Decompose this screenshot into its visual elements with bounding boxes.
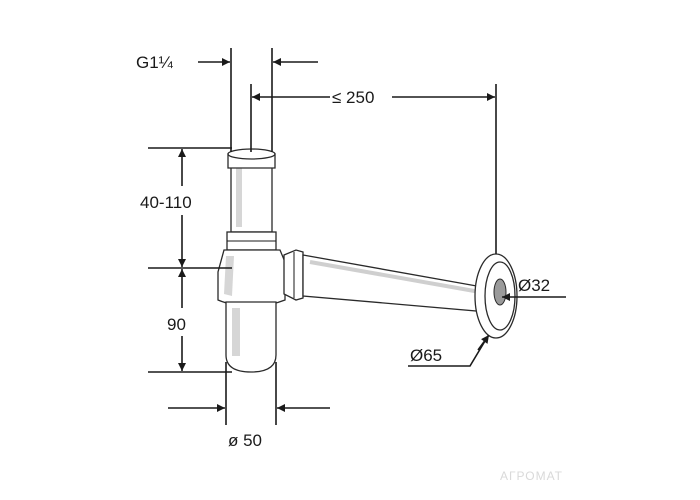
watermark: АГРОМАТ: [500, 469, 563, 483]
pipe-diameter-label: ø 50: [228, 431, 262, 450]
siphon-part: [217, 148, 518, 373]
length-label: ≤ 250: [332, 88, 374, 107]
rosette-leader: [408, 335, 489, 367]
trap-height-label: 90: [167, 315, 186, 334]
thread-label: G1¼: [136, 53, 174, 72]
outlet-pipe: [302, 254, 489, 313]
rosette-diameter-label: Ø65: [410, 346, 442, 365]
outlet-diameter-label: Ø32: [518, 276, 550, 295]
adjust-height-label: 40-110: [140, 193, 192, 212]
